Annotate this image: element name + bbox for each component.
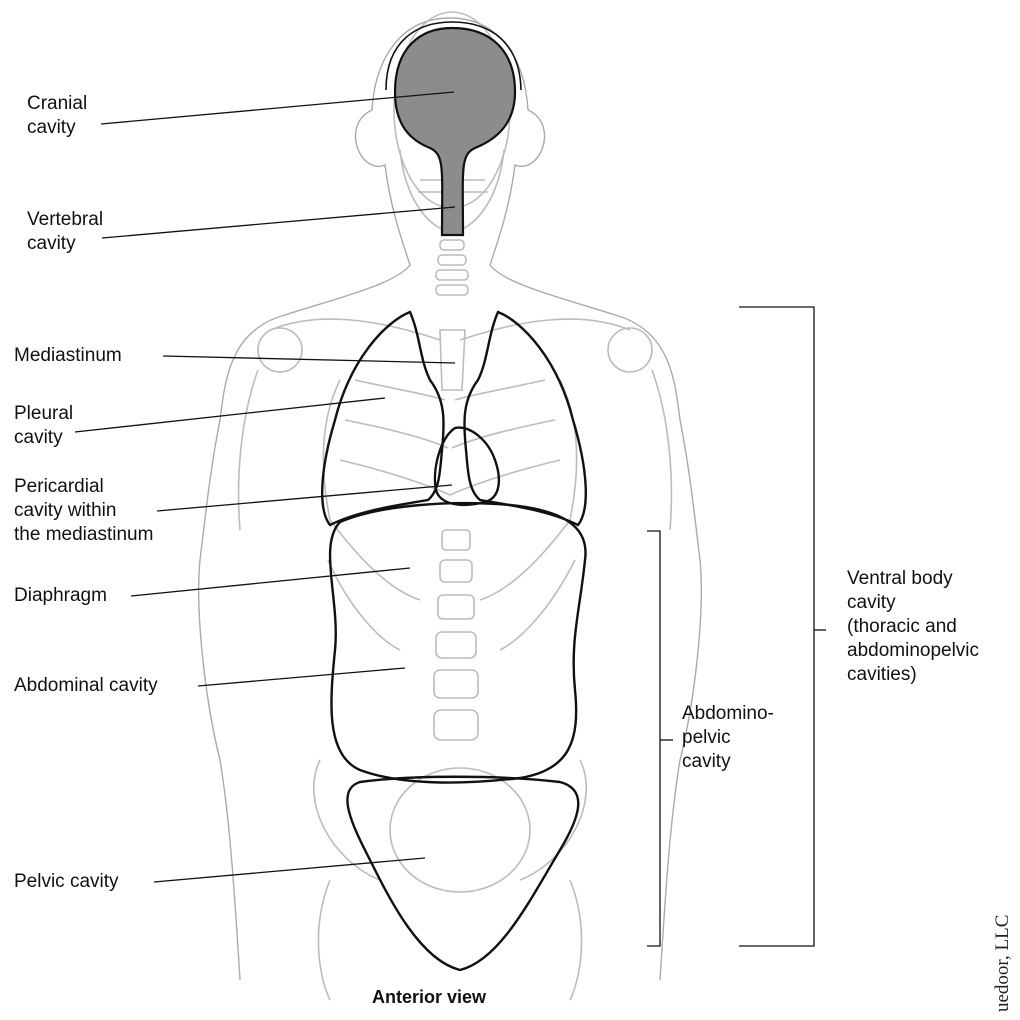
leader-mediastinum <box>163 356 455 363</box>
label-vertebral-cavity: Vertebral cavity <box>27 208 103 256</box>
label-pericardial-cavity: Pericardial cavity within the mediastinu… <box>14 475 153 547</box>
label-diaphragm: Diaphragm <box>14 584 107 608</box>
leader-pleural <box>75 398 385 432</box>
pelvic-cavity-outline <box>347 777 578 970</box>
label-mediastinum: Mediastinum <box>14 344 122 368</box>
label-abdominal-cavity: Abdominal cavity <box>14 674 158 698</box>
label-pelvic-cavity: Pelvic cavity <box>14 870 119 894</box>
abdominopelvic-bracket <box>647 531 660 946</box>
leader-vertebral <box>102 207 455 238</box>
leader-pelvic <box>154 858 425 882</box>
image-credit: uedoor, LLC <box>992 915 1014 1012</box>
leader-abdominal <box>198 668 405 686</box>
label-pleural-cavity: Pleural cavity <box>14 402 73 450</box>
view-caption: Anterior view <box>372 987 486 1008</box>
label-abdominopelvic-cavity: Abdomino- pelvic cavity <box>682 702 774 774</box>
label-ventral-body-cavity: Ventral body cavity (thoracic and abdomi… <box>847 567 979 687</box>
left-pleural-cavity-outline <box>322 312 443 525</box>
brackets <box>647 307 826 946</box>
leader-diaphragm <box>131 568 410 596</box>
cranial-vertebral-cavity-fill <box>395 28 515 235</box>
label-cranial-cavity: Cranial cavity <box>27 92 87 140</box>
right-pleural-cavity-outline <box>464 312 585 525</box>
ventral-bracket <box>739 307 814 946</box>
